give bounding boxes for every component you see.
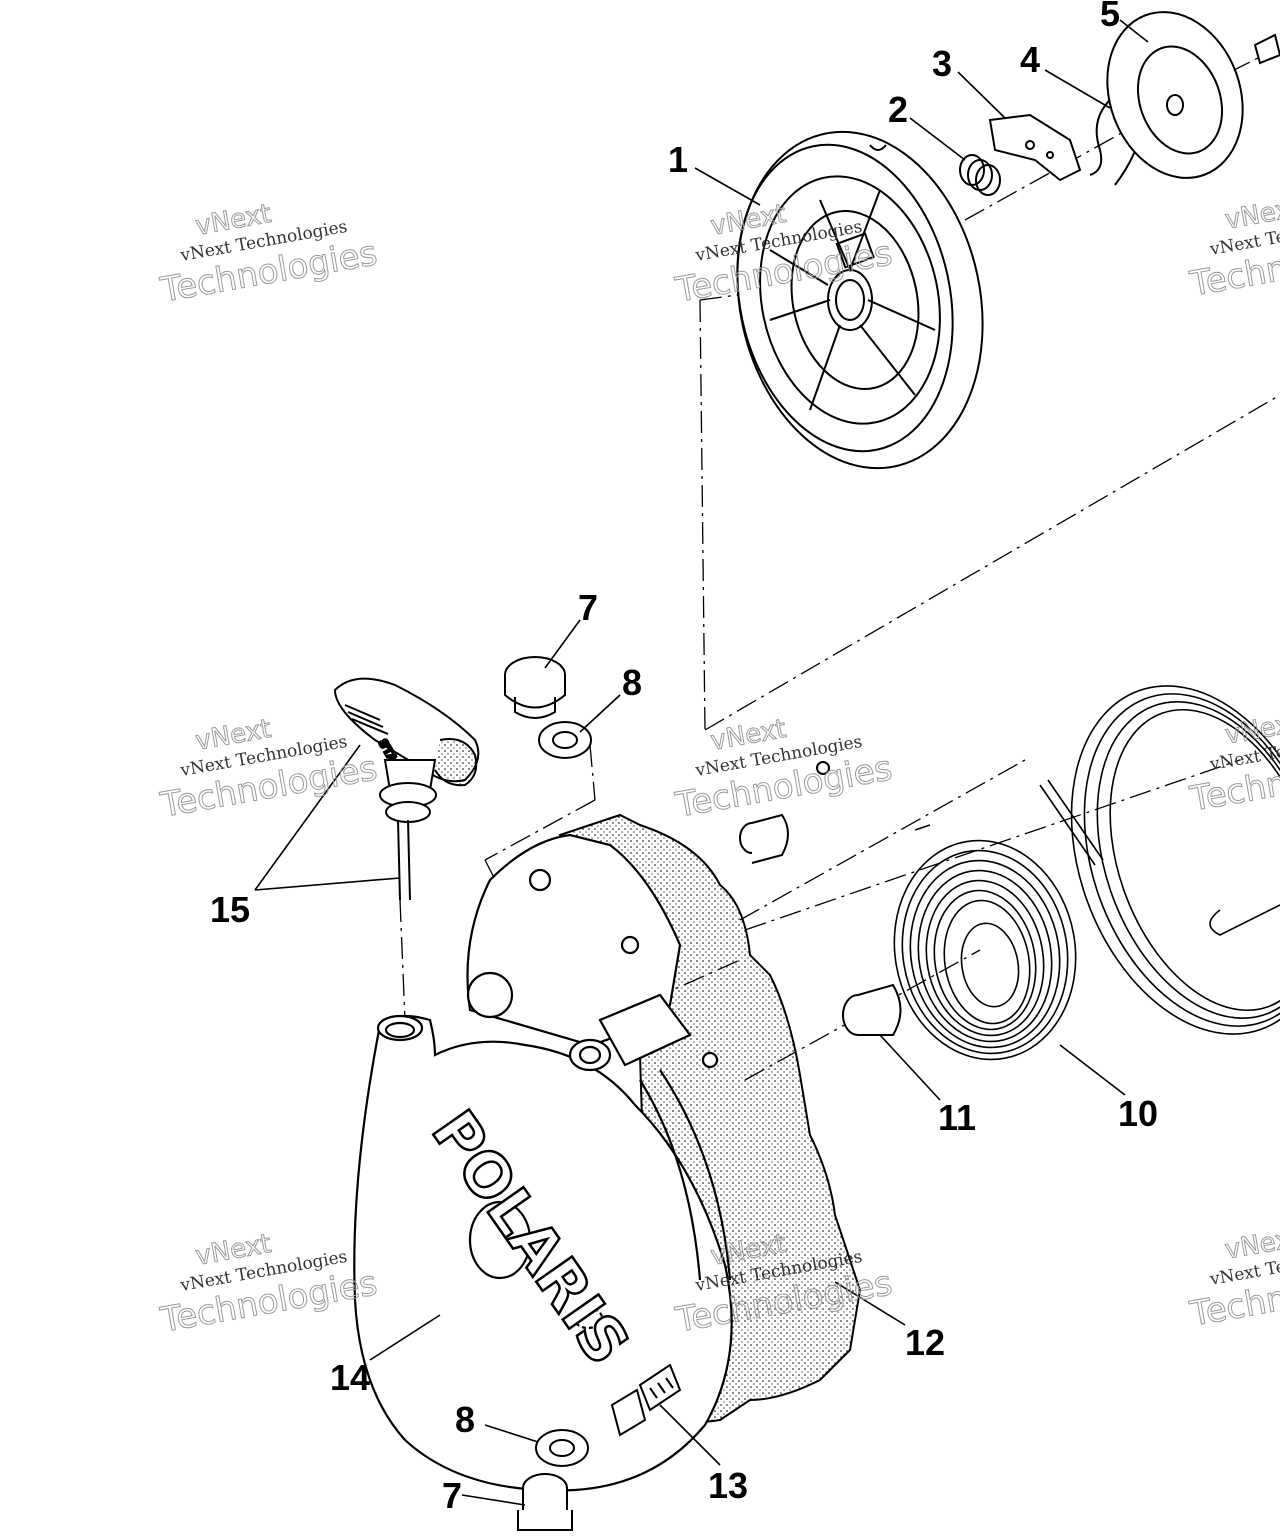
watermark-9: vNext vNext Technologies Technologies <box>1186 1222 1280 1335</box>
washer-part-8-top <box>538 721 592 759</box>
leader-lines <box>254 19 1149 1506</box>
callout-2: 2 <box>888 89 908 130</box>
watermark-1: vNext vNext Technologies Technologies <box>157 199 381 312</box>
rope-coil <box>1039 685 1280 1035</box>
callout-7-bottom: 7 <box>442 1475 462 1516</box>
watermark-8: vNext vNext Technologies Technologies <box>672 1229 896 1342</box>
starter-housing-part-14: POLARIS <box>353 833 733 1492</box>
bushing-part-11 <box>842 983 902 1036</box>
callout-5: 5 <box>1100 0 1120 34</box>
starter-handle-part-15: START <box>333 677 480 901</box>
washer-part-8-bottom <box>535 1429 589 1467</box>
bushing <box>739 761 830 864</box>
callout-8-top: 8 <box>622 662 642 703</box>
callout-7-top: 7 <box>578 587 598 628</box>
callout-1: 1 <box>668 139 688 180</box>
callout-3: 3 <box>932 43 952 84</box>
callout-14: 14 <box>330 1357 370 1398</box>
pawl-part-3 <box>988 113 1082 182</box>
bolt-part-13 <box>610 1363 682 1437</box>
pulley-part-1 <box>736 130 984 470</box>
callout-8-bottom: 8 <box>455 1399 475 1440</box>
friction-plate-part-5 <box>1106 11 1280 179</box>
plug-part-7-bottom <box>517 1473 573 1531</box>
callout-15: 15 <box>210 889 250 930</box>
callout-labels: 1 2 3 4 5 7 8 15 11 10 12 14 8 13 7 <box>210 0 1158 1516</box>
small-spring-part-2 <box>959 154 1001 196</box>
recoil-spring-part-10 <box>893 824 1077 1061</box>
watermark-7: vNext vNext Technologies Technologies <box>157 1229 381 1342</box>
watermark-5: vNext vNext Technologies Technologies <box>672 714 896 827</box>
callout-11: 11 <box>938 1097 976 1138</box>
callout-12: 12 <box>905 1322 945 1363</box>
center-lines <box>399 51 1280 1496</box>
callout-13: 13 <box>708 1465 748 1506</box>
callout-10: 10 <box>1118 1093 1158 1134</box>
callout-4: 4 <box>1020 39 1040 80</box>
watermark-2: vNext vNext Technologies Technologies <box>672 199 896 312</box>
watermark-3: vNext vNext Technologies Technologies <box>1186 192 1280 305</box>
plug-part-7-top <box>504 656 566 719</box>
watermark-4: vNext vNext Technologies Technologies <box>157 714 381 827</box>
